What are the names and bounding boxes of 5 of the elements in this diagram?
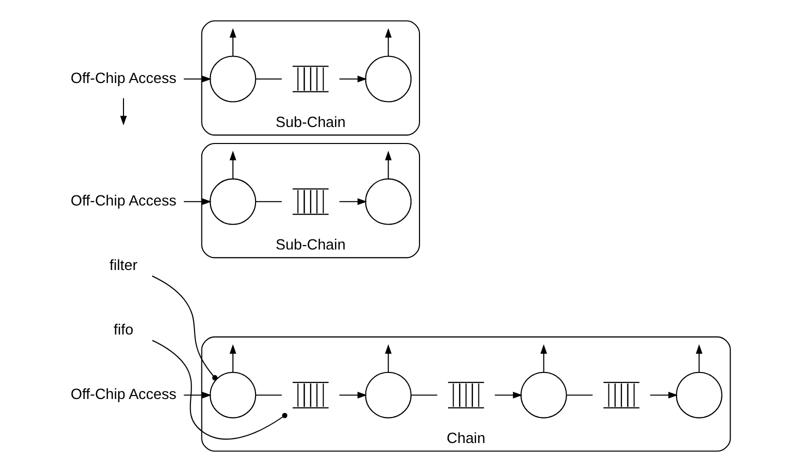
node-text: Off-Chip Access xyxy=(70,387,176,404)
node-text: Off-Chip Access xyxy=(70,70,176,87)
node-text: filter xyxy=(110,258,138,274)
node-text: fifo xyxy=(114,322,134,339)
node-text: Off-Chip Access xyxy=(70,194,176,210)
